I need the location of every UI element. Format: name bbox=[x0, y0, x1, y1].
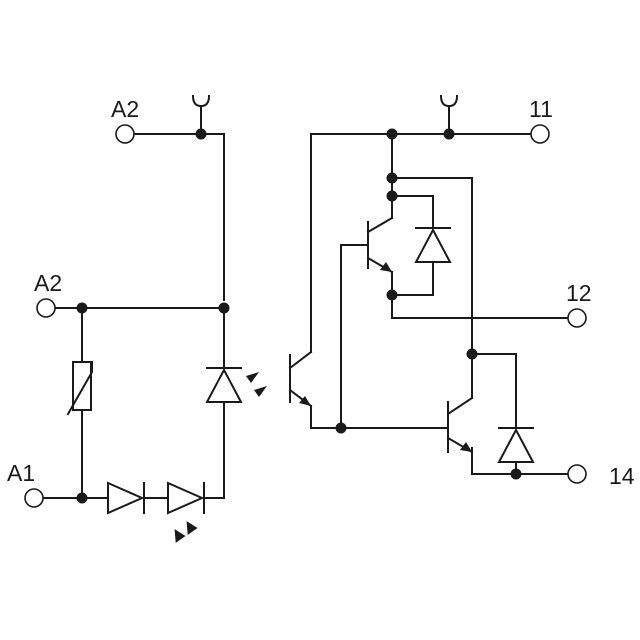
npn-transistor-icon bbox=[446, 396, 474, 454]
wire-a2-top bbox=[133, 133, 225, 301]
label-a2-mid: A2 bbox=[34, 270, 62, 296]
ground-fork-icon bbox=[191, 94, 211, 135]
npn-transistor-icon bbox=[366, 216, 394, 274]
terminal-12 bbox=[567, 308, 587, 328]
terminal-14 bbox=[567, 464, 587, 484]
terminal-a1 bbox=[24, 488, 44, 508]
varistor-icon bbox=[66, 361, 93, 416]
diode-icon bbox=[497, 427, 535, 463]
wire-diode2 bbox=[471, 353, 517, 429]
label-11: 11 bbox=[529, 96, 553, 122]
wire-q3-collector bbox=[391, 177, 473, 399]
junction-dot bbox=[386, 128, 398, 140]
junction-dot bbox=[76, 302, 88, 314]
wire-diode-box bbox=[391, 195, 434, 229]
junction-dot bbox=[386, 172, 398, 184]
led-icon bbox=[167, 481, 205, 543]
phototransistor-icon bbox=[288, 350, 313, 408]
junction-dot bbox=[510, 468, 522, 480]
wire-led-right bbox=[205, 401, 225, 499]
output-circuit: 11 12 14 bbox=[288, 94, 635, 489]
terminal-a2-mid bbox=[36, 298, 56, 318]
terminal-11 bbox=[530, 124, 550, 144]
junction-dot bbox=[76, 492, 88, 504]
junction-dot bbox=[466, 348, 478, 360]
label-12: 12 bbox=[566, 280, 592, 306]
diode-icon bbox=[107, 481, 145, 515]
diode-icon bbox=[414, 227, 452, 263]
label-a2-top: A2 bbox=[111, 96, 139, 122]
junction-dot bbox=[218, 302, 230, 314]
junction-dot bbox=[335, 422, 347, 434]
input-circuit: A2 A2 A1 bbox=[7, 94, 267, 543]
light-arrows-icon bbox=[246, 372, 267, 397]
ground-fork-icon bbox=[439, 94, 459, 135]
junction-dot bbox=[386, 289, 398, 301]
label-a1: A1 bbox=[7, 460, 35, 486]
junction-dot bbox=[195, 128, 207, 140]
junction-dot bbox=[386, 190, 398, 202]
wire-q2-base bbox=[340, 244, 369, 429]
photodiode-icon bbox=[205, 367, 243, 403]
junction-dot bbox=[443, 128, 455, 140]
wire-base-drive bbox=[310, 405, 449, 429]
wire-q3-emitter bbox=[471, 447, 569, 475]
wire-diode-box-bottom bbox=[391, 261, 434, 296]
wire-q2-emitter bbox=[391, 271, 569, 319]
terminal-a2-top bbox=[115, 124, 135, 144]
label-14: 14 bbox=[609, 463, 635, 489]
